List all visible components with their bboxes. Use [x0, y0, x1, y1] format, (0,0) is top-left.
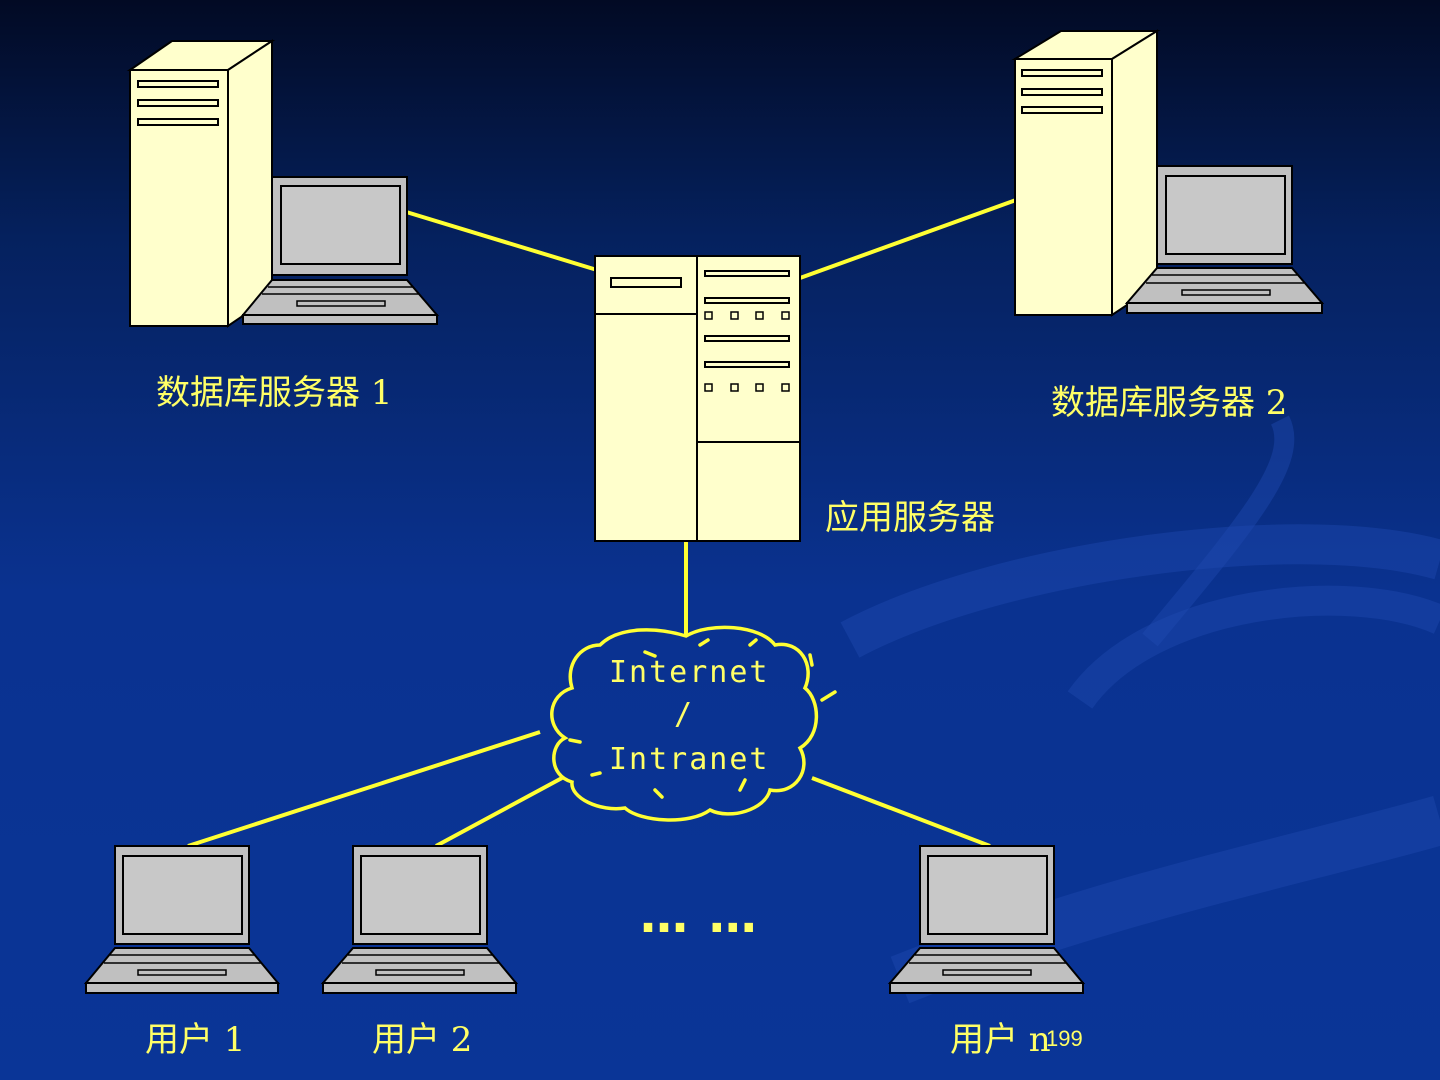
user-n-laptop — [887, 845, 1086, 994]
link-db2-app — [799, 198, 1017, 280]
db-server-2-tower — [1011, 29, 1161, 317]
connections — [187, 198, 1017, 848]
user-1-laptop — [83, 845, 281, 994]
network-label-slash: / — [674, 697, 695, 732]
db-server-2 — [1011, 29, 1325, 317]
user-1-label: 用户 1 — [145, 1020, 246, 1060]
network-label-internet: Internet — [609, 655, 770, 690]
db-server-1-laptop — [240, 176, 440, 325]
user-n-label: 用户 n — [950, 1020, 1051, 1060]
link-network-user2 — [435, 776, 563, 848]
link-db1-app — [402, 209, 598, 272]
app-server-rack — [594, 255, 801, 542]
link-network-user1 — [187, 730, 541, 848]
db-server-1-label: 数据库服务器 1 — [156, 373, 393, 413]
user-2-label: 用户 2 — [372, 1020, 473, 1060]
network-cloud — [550, 625, 837, 822]
app-server-label: 应用服务器 — [825, 498, 995, 538]
more-users-ellipsis: … … — [640, 888, 759, 944]
db-server-2-laptop — [1124, 165, 1325, 314]
db-server-2-label: 数据库服务器 2 — [1051, 383, 1288, 423]
page-number: 199 — [1046, 1026, 1083, 1051]
network-label-intranet: Intranet — [609, 742, 770, 777]
db-server-1-tower — [126, 39, 276, 328]
user-2-laptop — [320, 845, 519, 994]
link-network-usern — [811, 776, 991, 848]
db-server-1 — [126, 39, 440, 328]
